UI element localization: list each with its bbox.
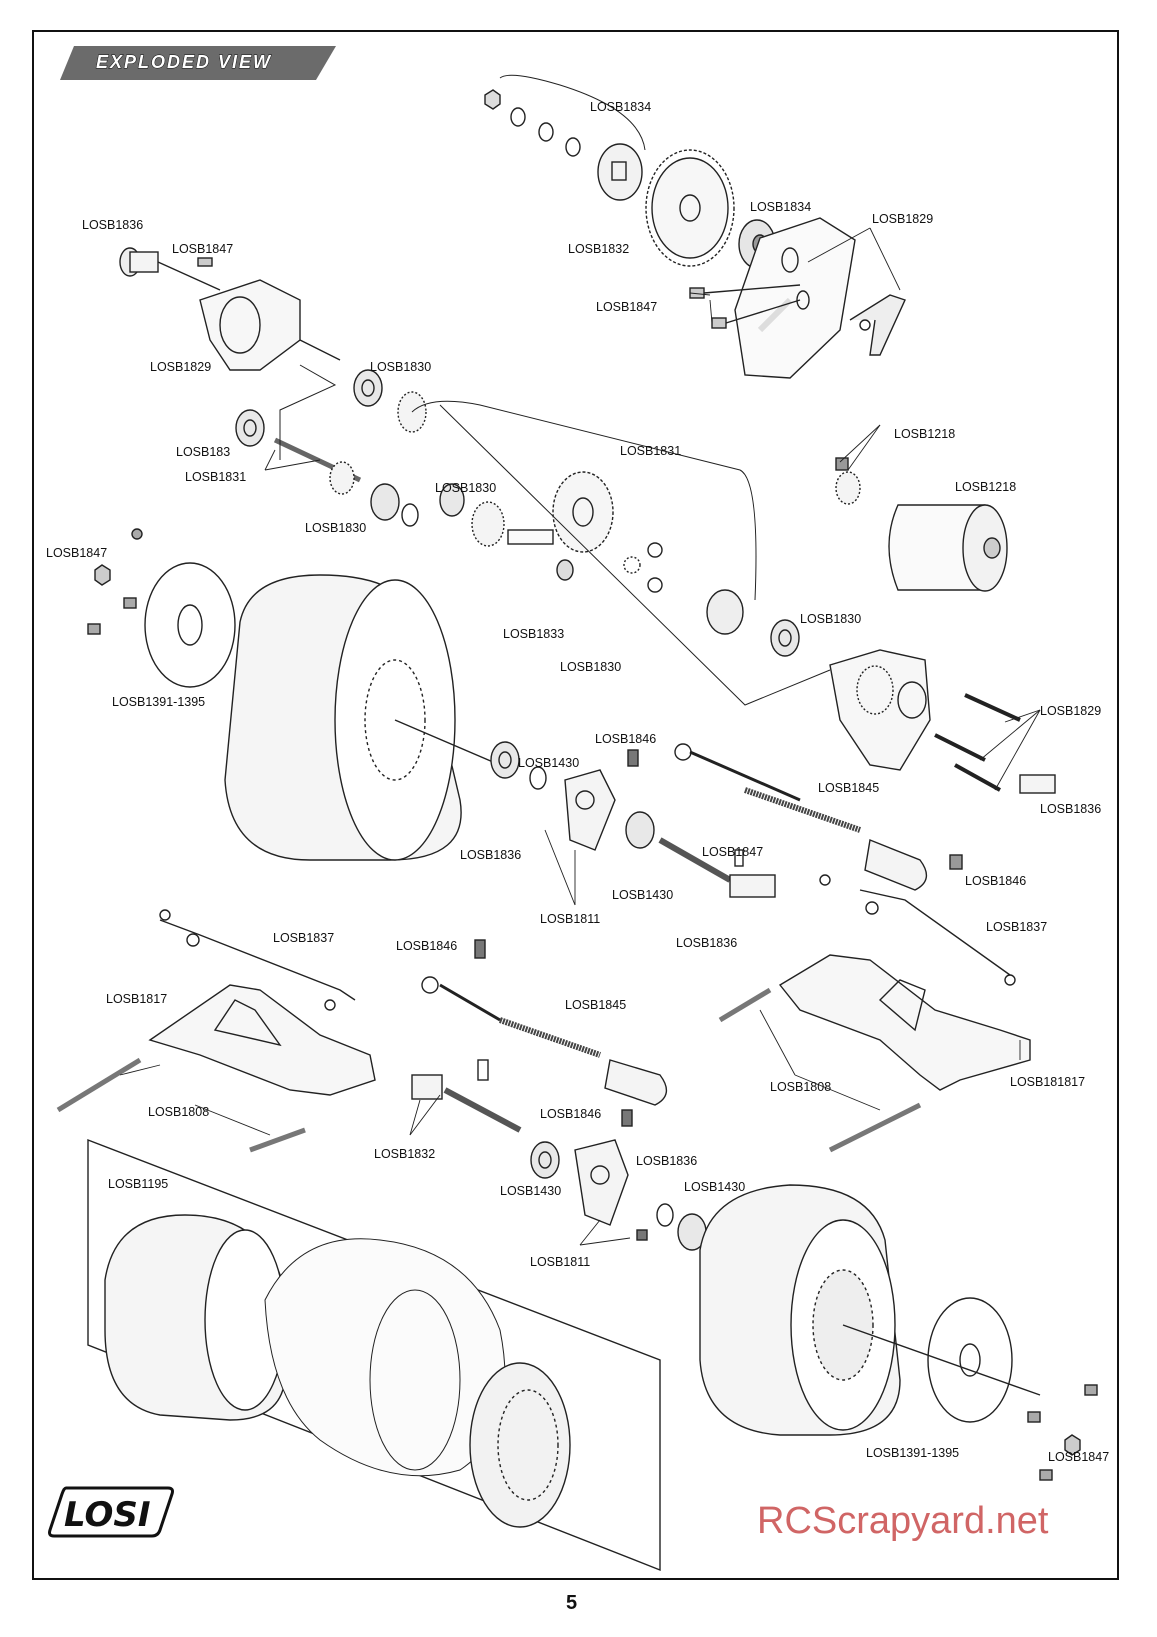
part-label: LOSB1831 xyxy=(620,444,682,458)
part-label: LOSB1836 xyxy=(460,848,522,862)
part-label: LOSB1829 xyxy=(872,212,934,226)
page-frame xyxy=(32,30,1119,1580)
part-label: LOSB1391-1395 xyxy=(866,1446,960,1460)
part-label: LOSB1836 xyxy=(82,218,144,232)
a-arm-left xyxy=(56,909,376,1153)
part-label: LOSB1218 xyxy=(894,427,956,441)
part-label: LOSB1846 xyxy=(965,874,1027,888)
page-title: EXPLODED VIEW xyxy=(95,52,273,73)
part-label: LOSB1829 xyxy=(150,360,212,374)
part-label: LOSB1845 xyxy=(818,781,880,795)
part-label: LOSB181817 xyxy=(1010,1075,1086,1089)
part-label: LOSB1846 xyxy=(540,1107,602,1121)
part-label: LOSB1834 xyxy=(750,200,812,214)
part-label: LOSB1836 xyxy=(636,1154,698,1168)
part-label: LOSB1846 xyxy=(595,732,657,746)
part-label: LOSB1811 xyxy=(540,912,601,926)
part-label: LOSB1847 xyxy=(46,546,108,560)
spur-gear-assembly xyxy=(484,89,776,269)
part-label: LOSB1836 xyxy=(1040,802,1102,816)
group-brackets xyxy=(279,74,831,706)
turnbuckle-front xyxy=(421,939,668,1106)
part-label: LOSB183 xyxy=(176,445,231,459)
part-label: LOSB1832 xyxy=(374,1147,436,1161)
part-label: LOSB1847 xyxy=(596,300,658,314)
part-label: LOSB1837 xyxy=(273,931,335,945)
part-label: LOSB1808 xyxy=(770,1080,832,1094)
part-label: LOSB1218 xyxy=(955,480,1017,494)
part-label: LOSB1830 xyxy=(370,360,432,374)
motor-plate xyxy=(734,217,906,379)
front-right-wheel xyxy=(699,1184,1098,1481)
part-label: LOSB1808 xyxy=(148,1105,210,1119)
part-label: LOSB1830 xyxy=(435,481,497,495)
part-label: LOSB1846 xyxy=(396,939,458,953)
part-label: LOSB1845 xyxy=(565,998,627,1012)
rear-hub-assembly xyxy=(490,741,776,898)
part-label: LOSB1430 xyxy=(612,888,674,902)
part-label: LOSB1831 xyxy=(185,470,247,484)
part-label: LOSB1832 xyxy=(568,242,630,256)
header-banner xyxy=(60,46,336,80)
rear-left-wheel xyxy=(87,528,501,861)
part-label: LOSB1847 xyxy=(172,242,234,256)
front-hub-assembly xyxy=(411,1059,707,1251)
gearbox-half-left xyxy=(119,247,341,371)
motor xyxy=(835,457,1008,592)
gearbox-half-right xyxy=(829,649,1056,794)
part-label: LOSB1830 xyxy=(800,612,862,626)
part-label: LOSB1834 xyxy=(590,100,652,114)
a-arm-right xyxy=(718,874,1031,1153)
part-label: LOSB1817 xyxy=(106,992,168,1006)
part-label: LOSB1830 xyxy=(305,521,367,535)
logo-text: LOSI xyxy=(64,1495,151,1535)
part-label: LOSB1847 xyxy=(1048,1450,1110,1464)
part-label: LOSB1430 xyxy=(518,756,580,770)
part-label: LOSB1847 xyxy=(702,845,764,859)
part-label: LOSB1830 xyxy=(560,660,622,674)
part-label: LOSB1811 xyxy=(530,1255,591,1269)
page-number: 5 xyxy=(566,1592,578,1614)
part-label: LOSB1836 xyxy=(676,936,738,950)
part-label: LOSB1829 xyxy=(1040,704,1102,718)
part-label: LOSB1430 xyxy=(684,1180,746,1194)
turnbuckle-rear xyxy=(674,743,963,891)
losi-logo: LOSI xyxy=(48,1480,178,1547)
tire-inset xyxy=(87,1138,661,1572)
part-label: LOSB1195 xyxy=(108,1177,169,1191)
part-label: LOSB1391-1395 xyxy=(112,695,206,709)
leader-lines xyxy=(119,227,1041,1246)
part-label: LOSB1430 xyxy=(500,1184,562,1198)
part-label: LOSB1837 xyxy=(986,920,1048,934)
part-label: LOSB1833 xyxy=(503,627,565,641)
watermark: RCScrapyard.net xyxy=(757,1500,1049,1542)
